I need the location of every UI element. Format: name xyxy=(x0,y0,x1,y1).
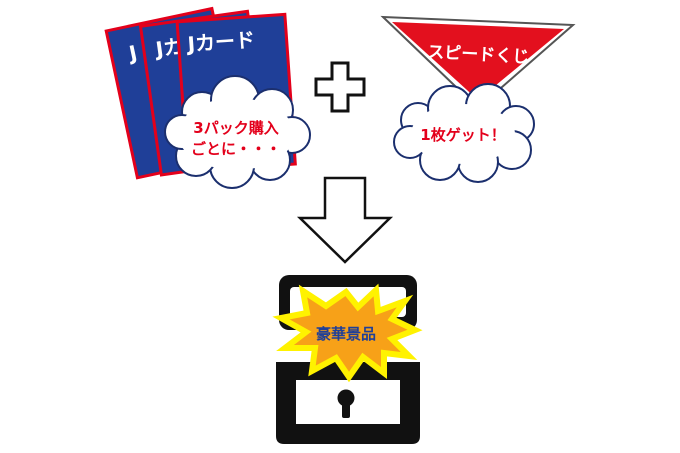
card-stack: J Jカ Jカード 3パック購入 ごとに・・・ xyxy=(104,6,311,189)
cards-cloud-bubble: 3パック購入 ごとに・・・ xyxy=(164,75,311,189)
lottery-bubble-text: 1枚ゲット！ xyxy=(420,126,505,144)
keyhole-icon xyxy=(337,389,355,407)
cards-bubble-line2: ごとに・・・ xyxy=(191,140,281,158)
burst-star-icon xyxy=(272,283,423,383)
card-front-title: Jカード xyxy=(185,28,256,57)
lottery-inner-triangle xyxy=(392,22,564,100)
plus-icon xyxy=(314,61,366,113)
lottery-cloud-bubble: 1枚ゲット！ xyxy=(393,83,535,183)
down-arrow-icon xyxy=(296,176,394,264)
prize-label: 豪華景品 xyxy=(316,325,376,343)
prize-burst: 豪華景品 xyxy=(272,283,423,383)
speed-lottery: スピードくじ 1枚ゲット！ xyxy=(380,15,576,183)
cards-bubble-line1: 3パック購入 xyxy=(193,119,278,137)
